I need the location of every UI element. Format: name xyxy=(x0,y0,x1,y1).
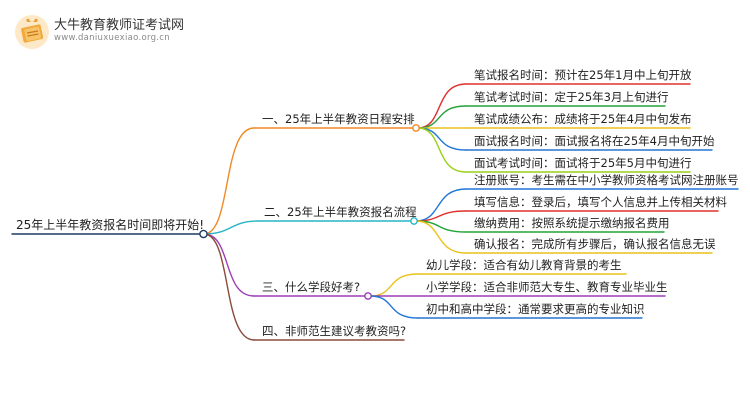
leaf-pay-fee: 缴纳费用：按照系统提示缴纳报名费用 xyxy=(474,216,670,230)
leaf-fill-info: 填写信息：登录后，填写个人信息并上传相关材料 xyxy=(474,195,727,209)
leaf-register-account: 注册账号：考生需在中小学教师资格考试网注册账号 xyxy=(474,173,739,187)
branch3-node-dot xyxy=(364,292,372,300)
branch1-node-dot xyxy=(412,124,420,132)
leaf-confirm: 确认报名：完成所有步骤后，确认报名信息无误 xyxy=(474,237,716,251)
branch-non-teacher: 四、非师范生建议考教资吗? xyxy=(262,324,407,338)
leaf-interview-registration: 面试报名时间：面试报名将在25年4月中旬开始 xyxy=(474,134,715,148)
leaf-kindergarten: 幼儿学段：适合有幼儿教育背景的考生 xyxy=(426,258,622,272)
root-node-dot xyxy=(199,229,208,239)
branch-process: 二、25年上半年教资报名流程 xyxy=(264,205,417,219)
mindmap-root: 25年上半年教资报名时间即将开始! xyxy=(16,218,205,232)
leaf-written-exam: 笔试考试时间：定于25年3月上旬进行 xyxy=(474,90,669,104)
leaf-secondary: 初中和高中学段：通常要求更高的专业知识 xyxy=(426,302,645,316)
site-name: 大牛教育教师证考试网 xyxy=(54,18,185,33)
leaf-interview-exam: 面试考试时间：面试将于25年5月中旬进行 xyxy=(474,156,692,170)
leaf-primary: 小学学段：适合非师范大专生、教育专业毕业生 xyxy=(426,280,668,294)
site-url: www.daniuxuexiao.org.cn xyxy=(54,33,170,43)
leaf-written-results: 笔试成绩公布：成绩将于25年4月中旬发布 xyxy=(474,112,692,126)
leaf-written-registration: 笔试报名时间：预计在25年1月中上旬开放 xyxy=(474,68,692,82)
branch2-node-dot xyxy=(410,217,418,225)
logo-icon xyxy=(15,15,49,49)
branch-schedule: 一、25年上半年教资日程安排 xyxy=(262,112,415,126)
branch-which-stage: 三、什么学段好考? xyxy=(262,280,361,294)
